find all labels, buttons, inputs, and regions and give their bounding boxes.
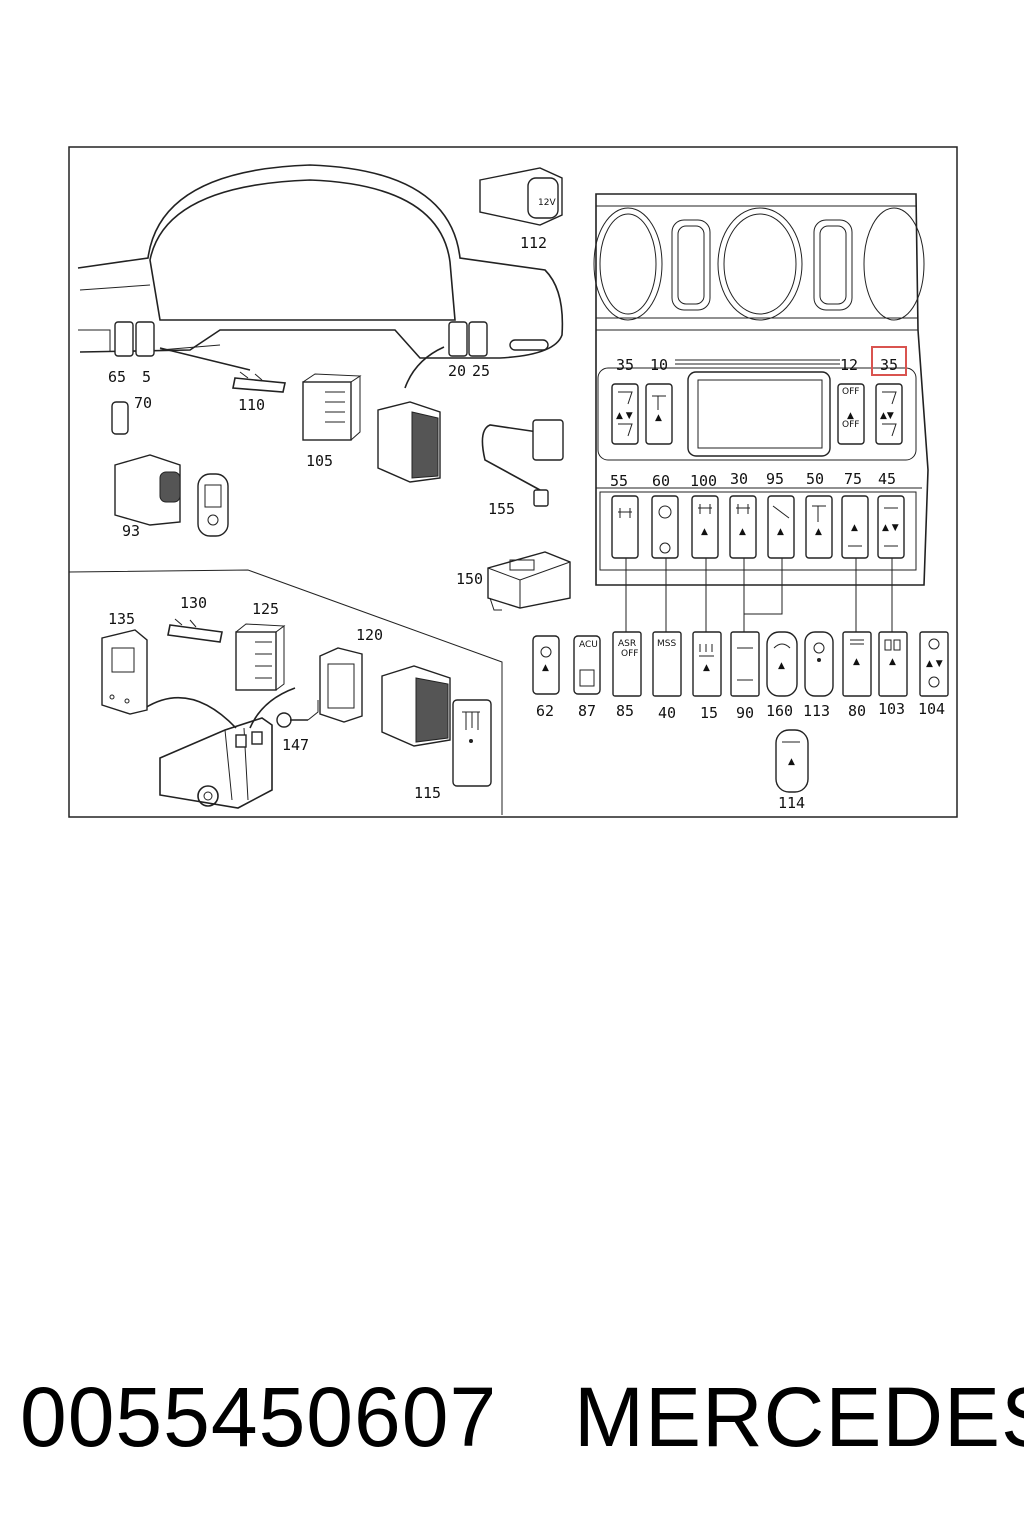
part-115-switch-face (452, 699, 492, 787)
callout-5: 5 (142, 368, 151, 386)
part-number: 0055450607 (20, 1370, 498, 1464)
callout-120: 120 (356, 626, 383, 644)
callout-125: 125 (252, 600, 279, 618)
svg-text:▲: ▲ (739, 527, 746, 537)
callout-105: 105 (306, 452, 333, 470)
callout-160: 160 (766, 702, 793, 720)
highlight-box (871, 346, 907, 376)
part-110-connector (232, 371, 286, 393)
svg-text:▲▼: ▲▼ (880, 411, 894, 421)
svg-text:▲: ▲ (853, 657, 860, 667)
part-125-connector (235, 623, 286, 691)
inset-frame (68, 569, 503, 815)
console-switch-row: ▲ ▲ ▲ ▲ ▲ ▲ ▼ (611, 495, 905, 559)
part-93-switch (114, 454, 229, 537)
callout-70: 70 (134, 394, 152, 412)
callout-103: 103 (878, 700, 905, 718)
diagram-frame (68, 146, 958, 818)
callout-90: 90 (736, 704, 754, 722)
part-130-clip (167, 618, 223, 643)
callout-30: 30 (730, 470, 748, 488)
svg-text:▲: ▲ (815, 527, 822, 537)
callout-65: 65 (108, 368, 126, 386)
part-rocker-switch-inset (381, 665, 451, 747)
callout-10: 10 (650, 356, 668, 374)
callout-85: 85 (616, 702, 634, 720)
asr-off-label: OFF (621, 649, 638, 659)
instrument-cluster (77, 164, 564, 389)
callout-95: 95 (766, 470, 784, 488)
part-105-connector-block (302, 373, 362, 441)
svg-text:▲: ▲ (701, 527, 708, 537)
callout-12: 12 (840, 356, 858, 374)
callout-25: 25 (472, 362, 490, 380)
callout-135: 135 (108, 610, 135, 628)
callout-60: 60 (652, 472, 670, 490)
acu-label: ACU (579, 640, 598, 650)
center-console: ▲ ▼ ▲ OFF ▲ OFF ▲▼ (593, 193, 929, 586)
svg-text:▲ ▼: ▲ ▼ (926, 659, 943, 669)
svg-text:▲: ▲ (788, 757, 795, 767)
callout-80: 80 (848, 702, 866, 720)
svg-text:▲: ▲ (703, 663, 710, 673)
callout-40: 40 (658, 704, 676, 722)
part-70-switch (111, 401, 129, 435)
callouts: 112 65 5 70 110 105 20 25 93 155 150 135… (108, 234, 945, 812)
part-135-housing (101, 629, 148, 715)
svg-text:▲: ▲ (847, 411, 854, 421)
callout-130: 130 (180, 594, 207, 612)
off-upper-label: OFF (842, 387, 859, 397)
mss-label: MSS (657, 639, 676, 649)
callout-104: 104 (918, 700, 945, 718)
twelve-v-label: 12V (538, 198, 556, 208)
off-lower-label: OFF (842, 420, 859, 430)
asr-label: ASR (618, 639, 636, 649)
part-150-module (487, 551, 571, 611)
parts-diagram: 12V (68, 146, 958, 818)
svg-text:▲: ▲ (851, 523, 858, 533)
svg-text:▲: ▲ (655, 413, 662, 423)
callout-110: 110 (238, 396, 265, 414)
callout-100: 100 (690, 472, 717, 490)
callout-62: 62 (536, 702, 554, 720)
inset-van (144, 687, 296, 809)
callout-150: 150 (456, 570, 483, 588)
svg-text:▲: ▲ (777, 527, 784, 537)
part-112-socket: 12V (479, 167, 563, 226)
callout-35-highlighted: 35 (880, 356, 898, 374)
svg-text:▲: ▲ (889, 657, 896, 667)
callout-115: 115 (414, 784, 441, 802)
callout-112: 112 (520, 234, 547, 252)
svg-text:▲: ▲ (778, 661, 785, 671)
callout-20: 20 (448, 362, 466, 380)
callout-147: 147 (282, 736, 309, 754)
part-155-cable (481, 419, 564, 507)
callout-50: 50 (806, 470, 824, 488)
caption: 0055450607 MERCEDES (0, 1362, 1024, 1482)
part-120-frame (319, 647, 363, 723)
callout-15: 15 (700, 704, 718, 722)
callout-155: 155 (488, 500, 515, 518)
loose-switches: ▲ ACU ASR OFF MSS ▲ ▲ ▲ ▲ ▲ ▼ ▲ (532, 631, 949, 793)
callout-87: 87 (578, 702, 596, 720)
callout-55: 55 (610, 472, 628, 490)
brand-name: MERCEDES (574, 1370, 1024, 1464)
svg-text:▲ ▼: ▲ ▼ (616, 411, 633, 421)
callout-113: 113 (803, 702, 830, 720)
callout-114: 114 (778, 794, 805, 812)
svg-text:▲ ▼: ▲ ▼ (882, 523, 899, 533)
callout-35-left: 35 (616, 356, 634, 374)
callout-93: 93 (122, 522, 140, 540)
callout-45: 45 (878, 470, 896, 488)
part-147-screw (276, 700, 319, 728)
svg-text:▲: ▲ (542, 663, 549, 673)
callout-75: 75 (844, 470, 862, 488)
leader-lines (625, 558, 893, 636)
part-rocker-switch-large (377, 401, 441, 483)
